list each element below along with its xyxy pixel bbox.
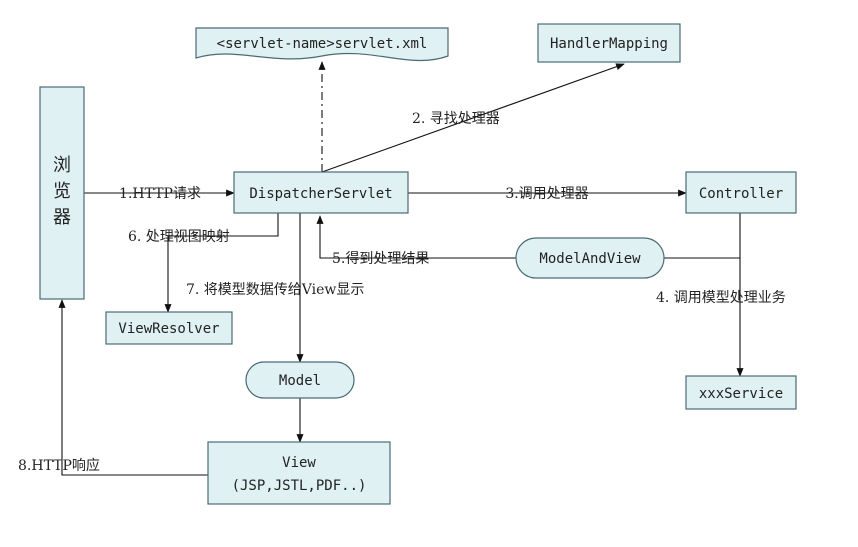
node-controller: Controller bbox=[685, 171, 797, 214]
node-servlet-xml: <servlet-name>servlet.xml bbox=[195, 27, 449, 62]
edge-label-step6: 6. 处理视图映射 bbox=[128, 229, 230, 245]
edge-label-step8: 8.HTTP响应 bbox=[18, 457, 100, 474]
edge-get-result bbox=[316, 215, 516, 259]
node-model: Model bbox=[245, 361, 355, 399]
browser-char-2: 览 bbox=[53, 181, 71, 202]
view-label-line1: View bbox=[282, 455, 316, 471]
edge-find-handler bbox=[321, 63, 625, 173]
node-model-and-view: ModelAndView bbox=[515, 237, 665, 279]
view-resolver-label: ViewResolver bbox=[118, 321, 219, 337]
edge-label-step2: 2. 寻找处理器 bbox=[412, 111, 500, 127]
dispatcher-label: DispatcherServlet bbox=[249, 186, 392, 202]
handler-mapping-label: HandlerMapping bbox=[550, 36, 668, 52]
view-label-line2: (JSP,JSTL,PDF..) bbox=[232, 478, 367, 494]
model-and-view-label: ModelAndView bbox=[539, 251, 641, 267]
edge-http-response bbox=[58, 299, 208, 476]
browser-char-1: 浏 bbox=[53, 155, 71, 176]
controller-label: Controller bbox=[699, 186, 783, 202]
node-browser: 浏 览 器 bbox=[39, 86, 85, 300]
node-view-resolver: ViewResolver bbox=[105, 311, 233, 345]
edge-label-step1: 1.HTTP请求 bbox=[119, 186, 201, 202]
node-dispatcher-servlet: DispatcherServlet bbox=[233, 171, 409, 214]
edge-label-step3: 3.调用处理器 bbox=[505, 186, 588, 202]
node-service: xxxService bbox=[685, 375, 797, 410]
edge-label-step7: 7. 将模型数据传给View显示 bbox=[186, 282, 364, 298]
edge-label-step5: 5.得到处理结果 bbox=[332, 250, 429, 267]
model-label: Model bbox=[279, 373, 321, 389]
browser-char-3: 器 bbox=[53, 207, 71, 228]
edge-label-step4: 4. 调用模型处理业务 bbox=[656, 290, 786, 306]
service-label: xxxService bbox=[699, 386, 783, 402]
node-handler-mapping: HandlerMapping bbox=[537, 23, 681, 63]
edge-view-mapping bbox=[164, 213, 279, 313]
node-view: View (JSP,JSTL,PDF..) bbox=[207, 441, 391, 505]
servlet-xml-label: <servlet-name>servlet.xml bbox=[217, 36, 428, 52]
